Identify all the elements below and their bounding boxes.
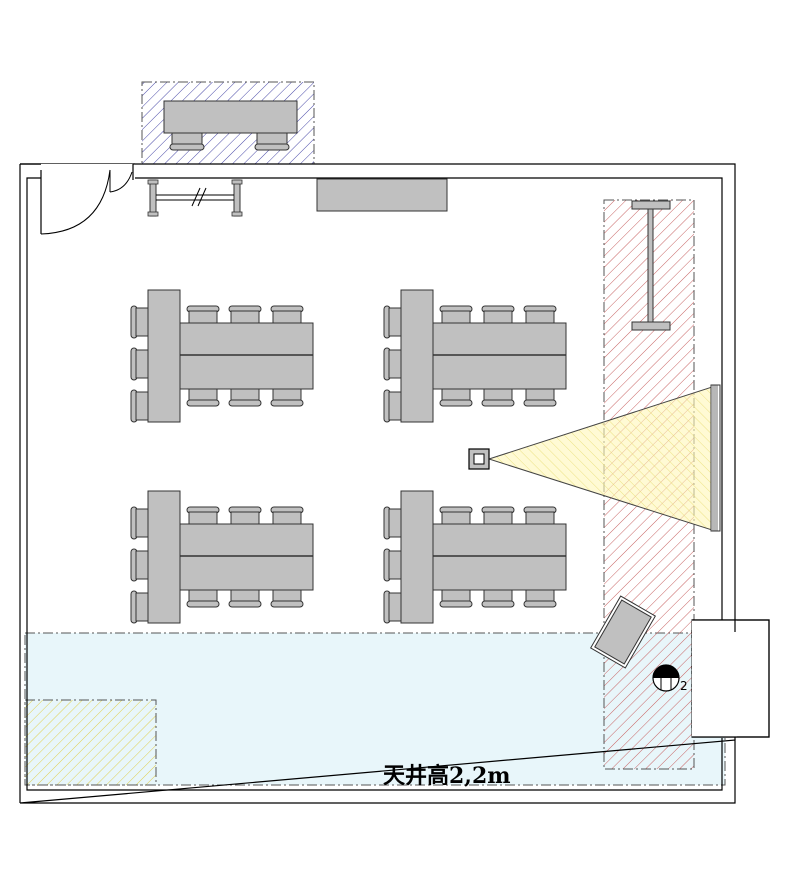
ceiling-height-label: 天井高2,2m [383,763,511,789]
equipment-cart [589,595,657,669]
outlet-label: 2 [680,679,688,693]
table-group-4 [384,491,566,623]
outside-table [163,100,298,151]
cabinet [316,178,448,212]
projector-icon [468,448,490,470]
whiteboard-stand [631,200,671,331]
coat-rack [147,179,243,217]
table-group-3 [131,491,313,623]
table-group-1 [131,290,313,422]
floor-outlet-icon [652,664,680,692]
storage-zone-yellow [24,699,157,786]
table-group-2 [384,290,566,422]
door-swing-icon [20,163,135,235]
inner-wall [26,177,723,791]
projection-screen [710,384,721,532]
